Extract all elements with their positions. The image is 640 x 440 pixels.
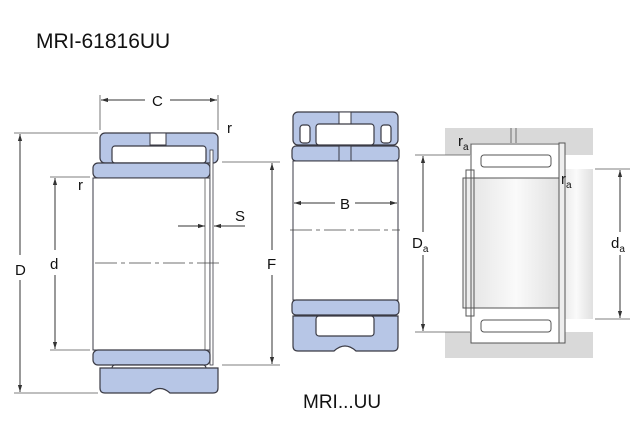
series-caption: MRI...UU	[303, 392, 382, 413]
product-title: MRI-61816UU	[36, 30, 171, 53]
dim-label-b: B	[340, 196, 350, 213]
dim-label-f: F	[267, 256, 276, 273]
inner-ring-bottom	[92, 349, 211, 366]
dim-label-d-bore: d	[50, 256, 58, 273]
dim-label-s: S	[235, 208, 245, 225]
section-view-mri: C r r D d F S	[14, 93, 280, 394]
radius-label-ra-housing: ra	[458, 133, 469, 153]
mounting-view: Da da ra ra	[412, 128, 630, 358]
dim-label-c: C	[152, 93, 163, 110]
dim-label-da-housing: Da	[412, 235, 429, 255]
roller-top	[111, 145, 207, 164]
radius-label-ra-shaft: ra	[561, 171, 572, 191]
section-view-mri-uu: B	[290, 111, 400, 352]
radius-label-r: r	[227, 120, 232, 137]
outer-ring-bottom	[99, 367, 219, 394]
dim-label-d-outer: D	[15, 262, 26, 279]
dim-label-da-shaft: da	[611, 235, 625, 255]
radius-label-r-inner: r	[78, 177, 83, 194]
inner-ring-top	[92, 162, 211, 179]
